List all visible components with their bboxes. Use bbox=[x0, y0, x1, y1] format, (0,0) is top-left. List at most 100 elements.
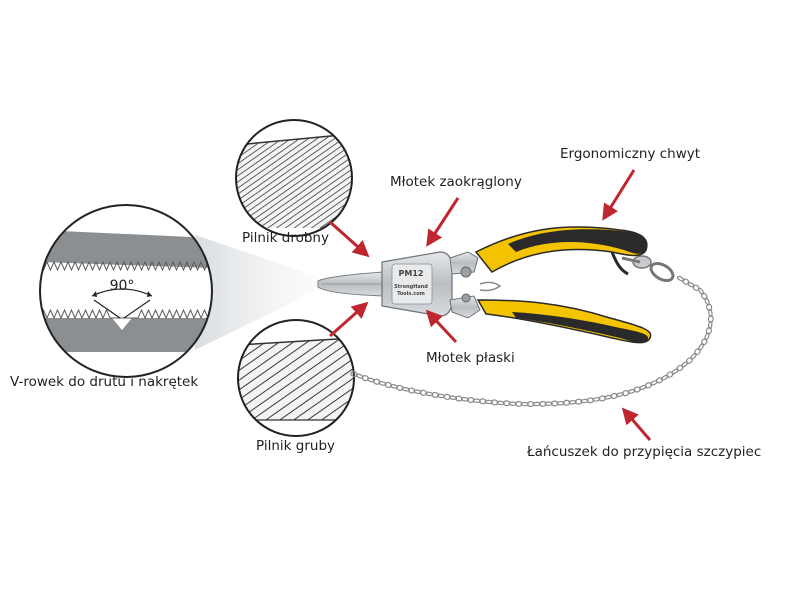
chain-link bbox=[538, 400, 547, 407]
label-chain: Łańcuszek do przypięcia szczypiec bbox=[527, 444, 762, 460]
chain-link bbox=[550, 400, 559, 407]
chain-link bbox=[526, 401, 535, 408]
chain-link bbox=[448, 395, 458, 400]
chain-link bbox=[502, 400, 511, 407]
chain-link bbox=[604, 394, 613, 400]
label-fine-file: Pilnik drobny bbox=[242, 230, 329, 246]
v-groove-zoom bbox=[40, 205, 212, 377]
chain-link bbox=[378, 380, 387, 386]
chain-link bbox=[574, 398, 583, 405]
chain-link bbox=[479, 398, 487, 405]
chain-link bbox=[633, 386, 641, 393]
chain-link bbox=[655, 377, 664, 384]
chain-link bbox=[496, 400, 505, 406]
chain-link bbox=[586, 397, 595, 404]
chain-link bbox=[384, 381, 393, 389]
arrow-rounded-hammer bbox=[426, 197, 460, 247]
chain-clip bbox=[621, 255, 675, 283]
chain-link bbox=[562, 399, 571, 406]
tool-model: PM12 bbox=[399, 269, 424, 278]
chain-link bbox=[455, 395, 463, 402]
chain-link bbox=[472, 398, 481, 403]
chain-link bbox=[361, 375, 370, 382]
tool-brand-1: StrongHand bbox=[394, 284, 428, 290]
chain-link bbox=[694, 348, 701, 356]
chain-link bbox=[520, 401, 529, 407]
angle-value: 90° bbox=[110, 278, 135, 294]
chain-link bbox=[460, 397, 470, 402]
chain-link bbox=[443, 393, 451, 400]
chain-link bbox=[692, 284, 700, 292]
chain-link bbox=[676, 275, 685, 282]
chain-link bbox=[544, 401, 553, 406]
chain-link bbox=[490, 399, 499, 406]
chain-link bbox=[627, 388, 636, 394]
chain-link bbox=[660, 374, 669, 381]
arrow-flat-hammer bbox=[425, 309, 458, 344]
chain-link bbox=[598, 395, 607, 402]
chain-link bbox=[610, 392, 618, 400]
chain-link bbox=[580, 398, 589, 404]
chain-link bbox=[704, 297, 710, 306]
chain-link bbox=[697, 343, 705, 351]
pliers-tool: PM12 StrongHand Tools.com bbox=[317, 226, 652, 344]
label-v-groove: V-rowek do drutu i nakrętek bbox=[10, 374, 199, 390]
chain-link bbox=[436, 393, 446, 399]
fine-file-zoom bbox=[235, 119, 353, 237]
chain-link bbox=[419, 389, 428, 396]
chain-link bbox=[671, 368, 679, 375]
chain-link bbox=[705, 327, 712, 335]
chain-link bbox=[372, 378, 381, 385]
label-ergonomic-grip: Ergonomiczny chwyt bbox=[560, 146, 701, 162]
chain-link bbox=[638, 384, 647, 391]
coarse-file-zoom bbox=[237, 319, 355, 437]
chain-link bbox=[682, 278, 690, 285]
chain-link bbox=[532, 401, 541, 407]
chain-links bbox=[350, 275, 714, 408]
chain-link bbox=[644, 382, 653, 389]
chain-link bbox=[431, 391, 439, 398]
chain-link bbox=[681, 361, 689, 368]
chain-link bbox=[701, 292, 708, 300]
tool-brand-2: Tools.com bbox=[397, 291, 425, 297]
chain-link bbox=[687, 281, 695, 288]
chain-link bbox=[413, 389, 422, 395]
chain-link bbox=[621, 390, 630, 397]
chain-link bbox=[407, 387, 416, 394]
chain-link bbox=[484, 399, 493, 405]
chain-link bbox=[396, 384, 404, 391]
label-flat-hammer: Młotek płaski bbox=[426, 350, 515, 366]
v-groove-zoom-border bbox=[39, 204, 213, 378]
chain-link bbox=[706, 303, 713, 311]
chain-link bbox=[707, 315, 714, 323]
arrow-chain bbox=[621, 407, 652, 441]
arrow-ergonomic-grip bbox=[602, 169, 636, 221]
label-rounded-hammer: Młotek zaokrąglony bbox=[390, 174, 522, 190]
chain-link bbox=[568, 400, 577, 405]
chain-link bbox=[425, 391, 434, 397]
chain-link bbox=[615, 392, 625, 397]
chain-link bbox=[366, 377, 376, 383]
label-coarse-file: Pilnik gruby bbox=[256, 438, 335, 454]
chain-link bbox=[666, 371, 674, 378]
top-jaw-teeth bbox=[40, 260, 212, 272]
arrow-icon bbox=[329, 169, 652, 441]
chain-link bbox=[685, 357, 693, 364]
chain-link bbox=[508, 401, 517, 406]
chain-link bbox=[690, 352, 697, 360]
chain-link bbox=[355, 373, 364, 379]
chain-link bbox=[556, 400, 565, 406]
bottom-jaw-teeth bbox=[40, 308, 212, 320]
arrow-coarse-file bbox=[329, 301, 369, 338]
chain-link bbox=[649, 380, 658, 386]
chain-link bbox=[676, 364, 684, 372]
chain-link bbox=[401, 386, 410, 392]
chain-link bbox=[707, 320, 713, 330]
chain-link bbox=[592, 397, 601, 402]
arrow-fine-file bbox=[329, 220, 370, 258]
zoom-beam bbox=[195, 235, 322, 350]
chain-link bbox=[389, 384, 399, 389]
chain-link bbox=[514, 400, 523, 407]
